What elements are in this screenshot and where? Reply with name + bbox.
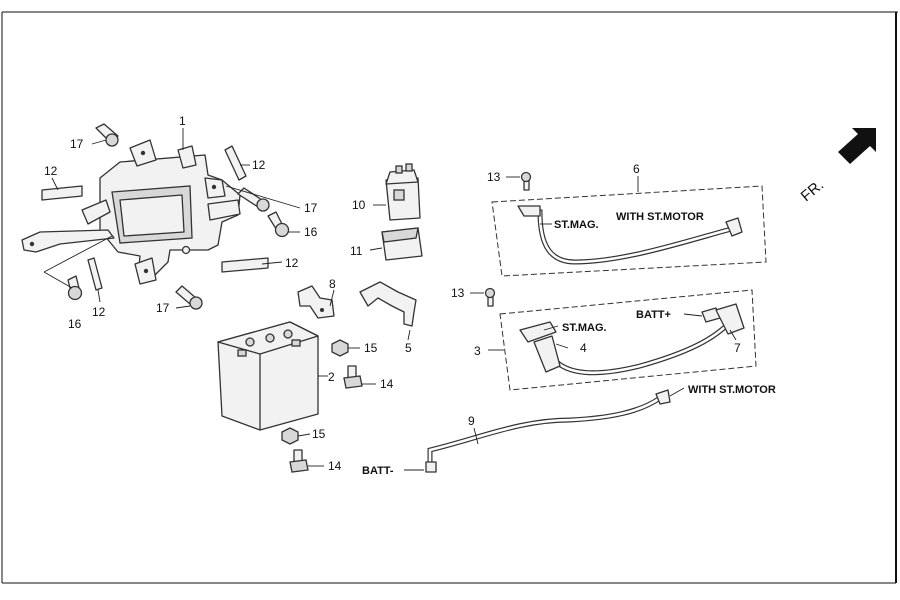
- label-st-mag-upper: ST.MAG.: [554, 219, 599, 231]
- callout-12-bottom: 12: [92, 305, 106, 319]
- relay-cover: [381, 227, 423, 261]
- battery-bracket: [21, 139, 241, 285]
- callout-9: 9: [468, 414, 475, 428]
- callout-17-right: 17: [304, 201, 318, 215]
- callout-14-lower: 14: [328, 459, 342, 473]
- frame: [1, 11, 898, 584]
- callout-13-lower: 13: [451, 286, 465, 300]
- callout-14-upper: 14: [380, 377, 394, 391]
- callout-16-right: 16: [304, 225, 318, 239]
- connection-labels: ST.MAG. WITH ST.MOTOR ST.MAG. BATT+ WITH…: [362, 211, 776, 477]
- ground-cable: [425, 389, 671, 473]
- label-st-mag-lower: ST.MAG.: [562, 322, 607, 334]
- label-with-st-motor-lower: WITH ST.MOTOR: [688, 384, 776, 396]
- direction-indicator: FR.: [798, 128, 876, 205]
- callout-3: 3: [474, 344, 481, 358]
- bolt-17-right: [237, 187, 270, 212]
- callout-12-left: 12: [44, 164, 58, 178]
- relay-bracket: [359, 281, 417, 327]
- callout-8: 8: [329, 277, 336, 291]
- callout-7: 7: [734, 341, 741, 355]
- bolt-17-bottom: [175, 285, 203, 310]
- label-with-st-motor-upper: WITH ST.MOTOR: [616, 211, 704, 223]
- callout-15-upper: 15: [364, 341, 378, 355]
- bolt-14-lower: [289, 449, 309, 473]
- bolt-13-lower: [484, 287, 496, 307]
- callout-5: 5: [405, 341, 412, 355]
- bolt-14-upper: [343, 365, 363, 389]
- callout-17-top: 17: [70, 137, 84, 151]
- label-front-direction: FR.: [798, 177, 827, 206]
- nut-15-lower: [281, 427, 299, 445]
- rubber-pad: [41, 145, 269, 291]
- callout-1: 1: [179, 114, 186, 128]
- relay-cable-group: [499, 289, 757, 391]
- label-batt-plus: BATT+: [636, 309, 671, 321]
- callout-2: 2: [328, 370, 335, 384]
- callout-12-upper-right: 12: [252, 158, 266, 172]
- callout-15-lower: 15: [312, 427, 326, 441]
- callout-11: 11: [350, 244, 363, 258]
- starter-relay: [385, 163, 421, 221]
- callout-13-upper: 13: [487, 170, 501, 184]
- arrow-up-right-icon: [838, 128, 876, 164]
- cable-clamp: [297, 285, 335, 319]
- callout-6: 6: [633, 162, 640, 176]
- callout-numbers: 1 2 3 4 5 6 7 8 9 10 11 12 12 12 12 13 1…: [44, 114, 741, 473]
- leader-lines: [43, 128, 737, 471]
- label-batt-minus: BATT-: [362, 465, 394, 477]
- callout-16-left: 16: [68, 317, 82, 331]
- battery: [217, 321, 319, 431]
- bolt-16-right: [267, 211, 290, 238]
- starter-cable-group: [491, 185, 767, 277]
- bolt-16-left: [67, 275, 83, 301]
- callout-17-bottom: 17: [156, 301, 170, 315]
- bolt-13-upper: [520, 171, 532, 191]
- bolt-17-top: [95, 123, 119, 147]
- callout-12-lower-right: 12: [285, 256, 299, 270]
- callout-4: 4: [580, 341, 587, 355]
- nut-15-upper: [331, 339, 349, 357]
- callout-10: 10: [352, 198, 366, 212]
